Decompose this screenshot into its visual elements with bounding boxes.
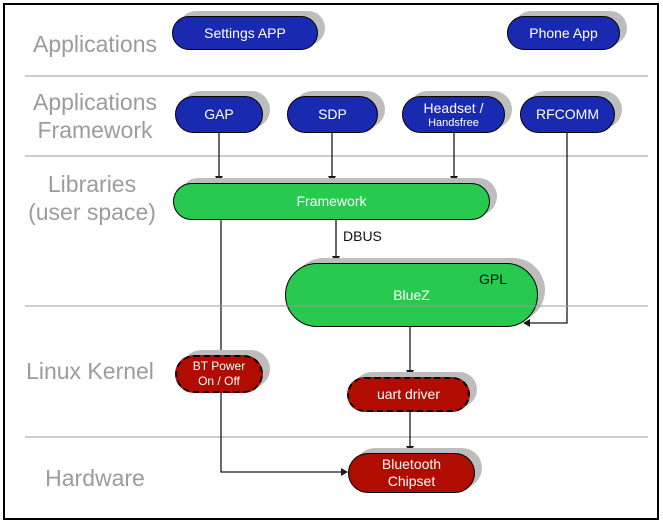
node-settings-app: Settings APP: [172, 16, 318, 50]
node-rfcomm: RFCOMM: [520, 96, 615, 133]
layer-label-linux-kernel: Linux Kernel: [10, 357, 170, 385]
node-label: SDP: [318, 106, 347, 122]
node-label: Chipset: [387, 473, 436, 489]
node-label: RFCOMM: [536, 106, 599, 122]
layer-label-text: Libraries: [47, 171, 137, 197]
layer-label-applications-framework: Applications Framework: [20, 88, 170, 144]
node-bt-power: BT Power On / Off: [175, 355, 263, 393]
node-label: On / Off: [198, 374, 240, 388]
node-uart-driver: uart driver: [347, 377, 470, 412]
node-label: Settings APP: [204, 24, 286, 41]
layer-label-text: Hardware: [45, 465, 145, 491]
node-label: Handsfree: [428, 116, 479, 129]
node-gap: GAP: [175, 96, 263, 133]
layer-label-hardware: Hardware: [25, 464, 165, 492]
layer-label-text: Framework: [37, 117, 153, 143]
diagram-border: [3, 3, 659, 520]
node-label: Phone App: [529, 24, 598, 41]
node-label: Framework: [296, 193, 367, 209]
layer-label-libraries: Libraries (user space): [12, 170, 172, 226]
arrow-framework-to-chipset: [220, 220, 342, 473]
gpl-annotation: GPL: [478, 271, 507, 287]
node-label: GAP: [204, 106, 234, 122]
node-bluez: BlueZ GPL: [285, 263, 538, 327]
layer-label-applications: Applications: [20, 30, 170, 58]
arrow-heads: [215, 176, 530, 476]
node-label: BlueZ: [393, 286, 430, 303]
node-label: uart driver: [376, 386, 441, 402]
layer-label-text: (user space): [28, 199, 156, 225]
layer-separator-lines: [25, 75, 648, 438]
layer-label-text: Applications: [32, 89, 158, 115]
layer-label-text: Linux Kernel: [26, 358, 154, 384]
node-label: BT Power: [192, 359, 246, 373]
node-label: Bluetooth: [381, 456, 442, 472]
node-bluetooth-chipset: Bluetooth Chipset: [348, 453, 475, 493]
dbus-annotation: DBUS: [343, 228, 382, 244]
arrow-paths: [218, 133, 568, 473]
layer-label-text: Applications: [32, 31, 158, 57]
node-framework: Framework: [173, 183, 490, 220]
node-phone-app: Phone App: [507, 16, 620, 50]
node-label: Headset /: [423, 99, 484, 116]
node-sdp: SDP: [287, 96, 378, 133]
node-headset-handsfree: Headset / Handsfree: [402, 96, 505, 133]
arrow-rfcomm-to-bluez: [528, 133, 568, 324]
